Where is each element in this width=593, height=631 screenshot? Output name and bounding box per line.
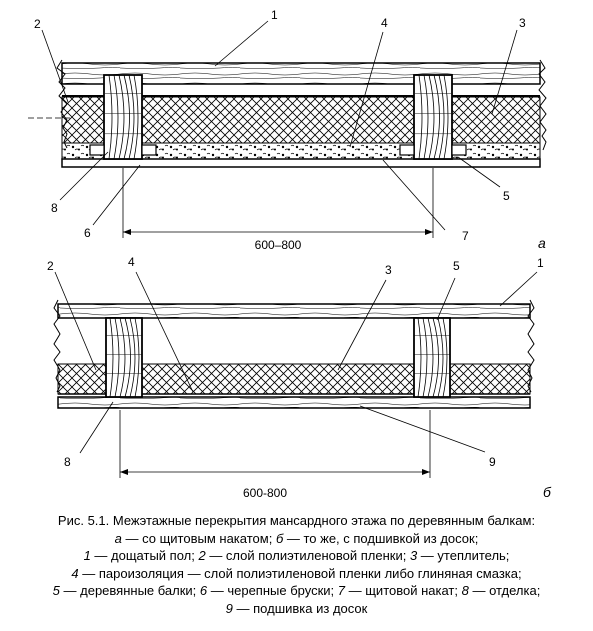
beam-right-a: [413, 74, 453, 160]
callout-a-2: 2: [34, 17, 41, 31]
callout-a-5: 5: [503, 189, 510, 203]
caption-line-2: а — со щитовым накатом; б — то же, с под…: [114, 530, 479, 546]
caption-line-3: 1 — дощатый пол; 2 — слой полиэтиленовой…: [83, 548, 510, 564]
callout-a-4: 4: [381, 16, 388, 30]
caption-line-5: 5 — деревянные балки; 6 — черепные бруск…: [52, 583, 541, 599]
cranial-bar-a3: [399, 144, 415, 156]
figure-caption: Рис. 5.1. Межэтажные перекрытия мансардн…: [0, 512, 593, 618]
plank-lining-b: [57, 396, 531, 409]
panel-letter-b: б: [543, 484, 552, 500]
callout-b-5: 5: [453, 259, 460, 273]
cranial-bar-a4: [451, 144, 467, 156]
dimension-label-b: 600-800: [243, 486, 287, 500]
callout-b-4: 4: [128, 255, 135, 269]
callout-b-2: 2: [47, 259, 54, 273]
beam-left-a: [103, 74, 143, 160]
callout-b-8: 8: [64, 455, 71, 469]
section-b-with-plank-lining: 600-800 б 2 4 3 5 1 8 9: [47, 255, 552, 500]
beam-right-b: [413, 317, 451, 398]
finish-a: [61, 158, 541, 168]
cranial-bar-a1: [89, 144, 105, 156]
beam-left-b: [105, 317, 143, 398]
floor-boards-b: [57, 303, 531, 319]
panel-letter-a: а: [538, 235, 546, 251]
callout-a-3: 3: [519, 16, 526, 30]
dimension-label-a: 600–800: [255, 238, 302, 252]
callout-b-3: 3: [385, 263, 392, 277]
callout-a-1: 1: [271, 8, 278, 22]
callout-a-7: 7: [462, 229, 469, 243]
callout-a-8: 8: [51, 201, 58, 215]
caption-line-6: 9 — подшивка из досок: [225, 600, 368, 616]
cranial-bar-a2: [141, 144, 157, 156]
callout-a-6: 6: [84, 226, 91, 240]
caption-line-4: 4 — пароизоляция — слой полиэтиленовой п…: [71, 565, 522, 581]
section-a-with-board-deck: 600–800 а 1 2 3 4 5 6 7 8: [28, 8, 547, 252]
callout-b-9: 9: [489, 455, 496, 469]
callout-b-1: 1: [537, 256, 544, 270]
caption-line-1: Рис. 5.1. Межэтажные перекрытия мансардн…: [57, 513, 536, 528]
floor-sections-figure: 600–800 а 1 2 3 4 5 6 7 8: [28, 8, 552, 500]
